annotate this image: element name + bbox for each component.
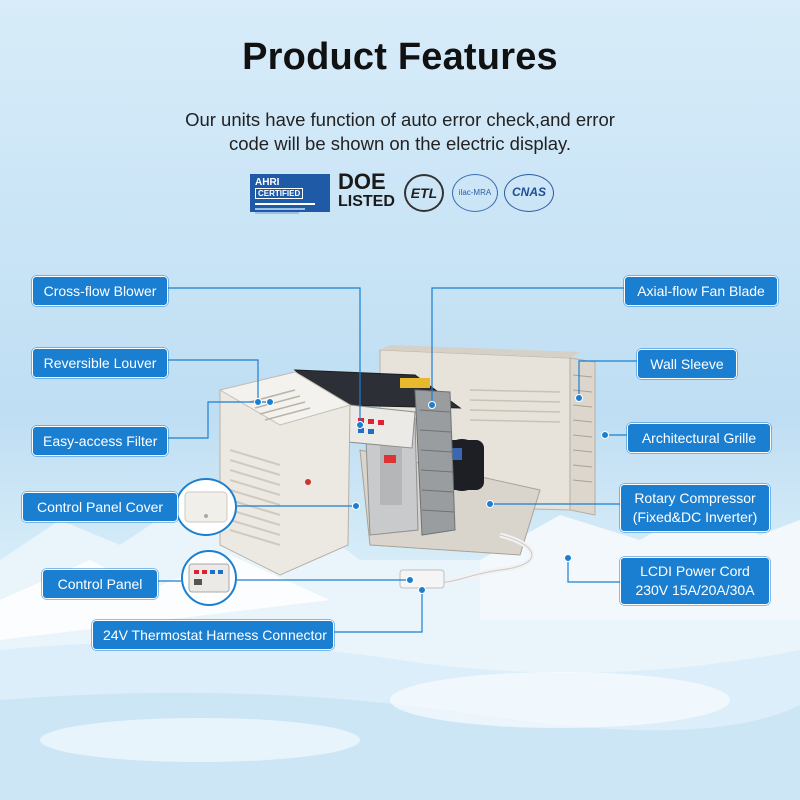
doe-listed-logo: DOE LISTED xyxy=(338,169,400,214)
cnas-logo: CNAS xyxy=(504,174,554,212)
ilac-text: ilac-MRA xyxy=(458,188,492,197)
lcdi-line-2: 230V 15A/20A/30A xyxy=(635,582,755,598)
rotary-compressor-line-1: Rotary Compressor xyxy=(634,490,756,506)
ahri-word: CERTIFIED xyxy=(255,188,304,199)
callout-architectural-grille: Architectural Grille xyxy=(627,423,771,453)
control-panel-cover-inset xyxy=(175,478,237,536)
cnas-text: CNAS xyxy=(511,185,546,199)
callout-control-panel-cover: Control Panel Cover xyxy=(22,492,178,522)
ahri-certified-logo: AHRI CERTIFIED xyxy=(250,174,330,214)
callout-axial-flow-fan: Axial-flow Fan Blade xyxy=(624,276,778,306)
subtitle-line-1: Our units have function of auto error ch… xyxy=(185,109,615,130)
rotary-compressor-line-2: (Fixed&DC Inverter) xyxy=(632,509,758,525)
callout-cross-flow-blower: Cross-flow Blower xyxy=(32,276,168,306)
callout-thermostat-harness: 24V Thermostat Harness Connector xyxy=(92,620,334,650)
subtitle-line-2: code will be shown on the electric displ… xyxy=(228,133,572,154)
callout-wall-sleeve: Wall Sleeve xyxy=(637,349,737,379)
lcdi-line-1: LCDI Power Cord xyxy=(640,563,750,579)
etl-logo: ETL xyxy=(404,174,444,212)
doe-line-1: DOE xyxy=(338,169,386,194)
page-title: Product Features xyxy=(242,36,558,78)
etl-text: ETL xyxy=(410,185,438,201)
callout-lcdi-power-cord: LCDI Power Cord 230V 15A/20A/30A xyxy=(620,557,770,605)
panel-cover-icon xyxy=(184,491,228,523)
callout-easy-access-filter: Easy-access Filter xyxy=(32,426,168,456)
callout-reversible-louver: Reversible Louver xyxy=(32,348,168,378)
control-panel-icon xyxy=(188,563,230,593)
ahri-brand: AHRI xyxy=(255,177,280,188)
certification-logos: AHRI CERTIFIED DOE LISTED ETL ilac-MRA C… xyxy=(248,170,558,216)
ilac-mra-logo: ilac-MRA xyxy=(452,174,498,212)
callout-rotary-compressor: Rotary Compressor (Fixed&DC Inverter) xyxy=(620,484,770,532)
control-panel-inset xyxy=(181,550,237,606)
ptac-unit-illustration xyxy=(218,345,596,589)
callout-control-panel: Control Panel xyxy=(42,569,158,599)
page-subtitle: Our units have function of auto error ch… xyxy=(120,108,680,156)
doe-line-2: LISTED xyxy=(338,193,395,210)
